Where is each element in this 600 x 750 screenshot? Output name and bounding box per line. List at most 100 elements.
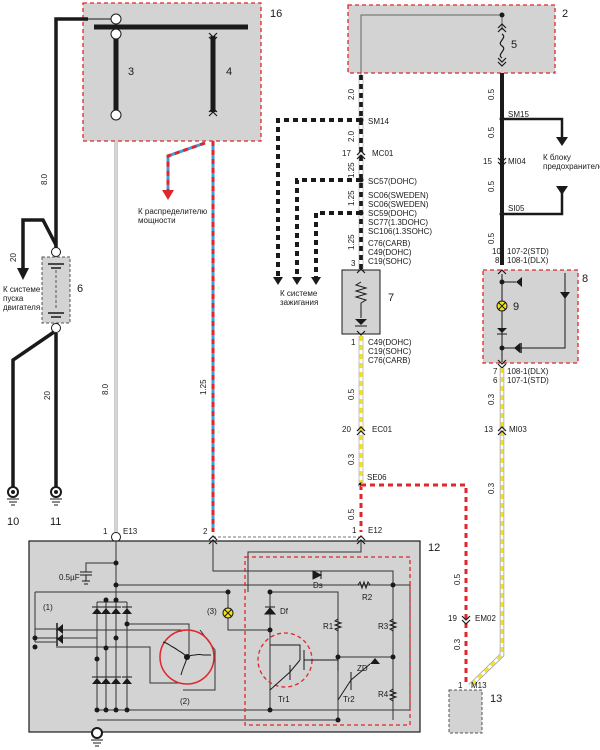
wire-cluster-out-edge [468,368,505,688]
terminal-icon [110,28,122,40]
resistor-r1-icon [333,618,343,632]
connector-label: 108-1(DLX) [507,367,549,376]
component-2-label: 2 [562,8,568,20]
terminal-icon [51,247,61,257]
battery-6: 6 [41,247,83,333]
diode-icon [111,608,121,614]
zener-diode-icon [370,658,380,664]
starter-destination-line2: пуска [3,294,24,303]
transistor-tr1-label: Tr1 [278,695,290,704]
connector-mc01: MC01 [372,149,394,158]
wire-meter-stripe [361,483,468,686]
component-16-label: 16 [270,8,282,20]
stator-label: (2) [180,697,190,706]
connector-chevron-icon [208,32,218,42]
component-7-label: 7 [388,292,394,304]
gauge-label: 0.5 [487,88,496,100]
transistor-tr1-symbol [269,644,338,691]
pin-label: 13 [484,425,493,434]
gauge-label: 8.0 [101,383,110,395]
connector-label: 108-1(DLX) [507,256,549,265]
starter-destination-line1: К системе [3,285,41,294]
junction-dot [499,12,505,18]
internal-wire [360,14,503,75]
capacitor-label: 0.5µF [59,573,80,582]
rectifier-label: (1) [43,603,53,612]
splice-sc57: SC57(DOHC) [368,177,417,186]
component-6-label: 6 [77,283,83,295]
ground-icon [91,727,103,739]
connector-label: 107-1(STD) [507,376,549,385]
gauge-label: 0.5 [453,573,462,585]
instrument-cluster-8: 8 9 [482,269,588,369]
connector-chevron-icon [356,426,366,436]
gauge-label: 1.25 [347,234,356,250]
diode-icon [355,319,367,325]
ground-dot [11,490,15,494]
diode-icon [57,624,63,634]
diode-icon [101,678,111,684]
diode-icon [92,678,102,684]
junction-dots [32,560,396,723]
fuse-box-2: 2 5 [347,4,568,75]
resistor-r3-label: R3 [378,622,389,631]
wire-from-fuse-block [502,188,564,216]
connector-chevron-icon [497,23,507,33]
lamp-cross [498,302,506,310]
pin-label: 3 [351,259,356,268]
ground-11: 11 [50,486,62,528]
gauge-label: 0.5 [487,180,496,192]
connector-ec01: EC01 [372,425,393,434]
terminal-icon [110,13,122,25]
connector-label: C49(DOHC) [368,338,412,347]
fuse-block-line1: К блоку [543,153,571,162]
pin-label: 17 [342,149,351,158]
pin-label: 1 [351,338,356,347]
pin-label: 1 [352,526,357,535]
pin-label: 20 [342,425,351,434]
ignition-destination-line2: зажигания [280,298,318,307]
splice-label: SC59(DOHC) [368,209,417,218]
junction-dot [184,654,190,660]
diode-icon [122,678,132,684]
diode-icon [122,608,132,614]
connector-chevron-icon [208,107,218,117]
connector-chevron-icon [356,150,366,160]
diode-df-label: Df [280,607,289,616]
transistor-tr2-label: Tr2 [343,695,355,704]
component-2-frame [347,4,556,74]
gauge-label: 0.3 [347,453,356,465]
lamp-cross [224,609,232,617]
gauge-label: 0.3 [453,638,462,650]
component-8-label: 8 [582,273,588,285]
component-16-frame [82,2,262,142]
gauge-label: 0.5 [347,388,356,400]
pin-label: 8 [495,256,500,265]
gauge-label: 1.25 [199,379,208,395]
alternator-wiring [34,541,411,721]
pin-label: 2 [203,527,208,536]
gauge-label: 0.5 [487,126,496,138]
fuse-block-line2: предохранителей [543,162,600,171]
ground-lines [7,498,19,506]
gauge-label: 8.0 [40,173,49,185]
splice-se06: SE06 [367,473,387,482]
connector-e12: E12 [368,526,383,535]
gauge-label: 0.5 [347,508,356,520]
zener-label: ZD [357,664,368,673]
component-13-frame [448,689,483,734]
wire-ignition-branch-stripe [314,211,361,278]
terminal-icon [111,532,121,542]
wire-battery-positive [54,17,88,250]
connector-label: C19(SOHC) [368,257,411,266]
terminal-icon [110,109,122,121]
arrow-down-icon [556,137,568,146]
connector-e13: E13 [123,527,138,536]
connector-label: C19(SOHC) [368,347,411,356]
diode-icon [101,608,111,614]
connector-chevron-icon [461,615,471,625]
arrow-down-icon [556,186,568,195]
power-distributor-line2: мощности [138,216,176,225]
arrow-down-icon [17,268,29,280]
component-4-label: 4 [226,66,232,78]
